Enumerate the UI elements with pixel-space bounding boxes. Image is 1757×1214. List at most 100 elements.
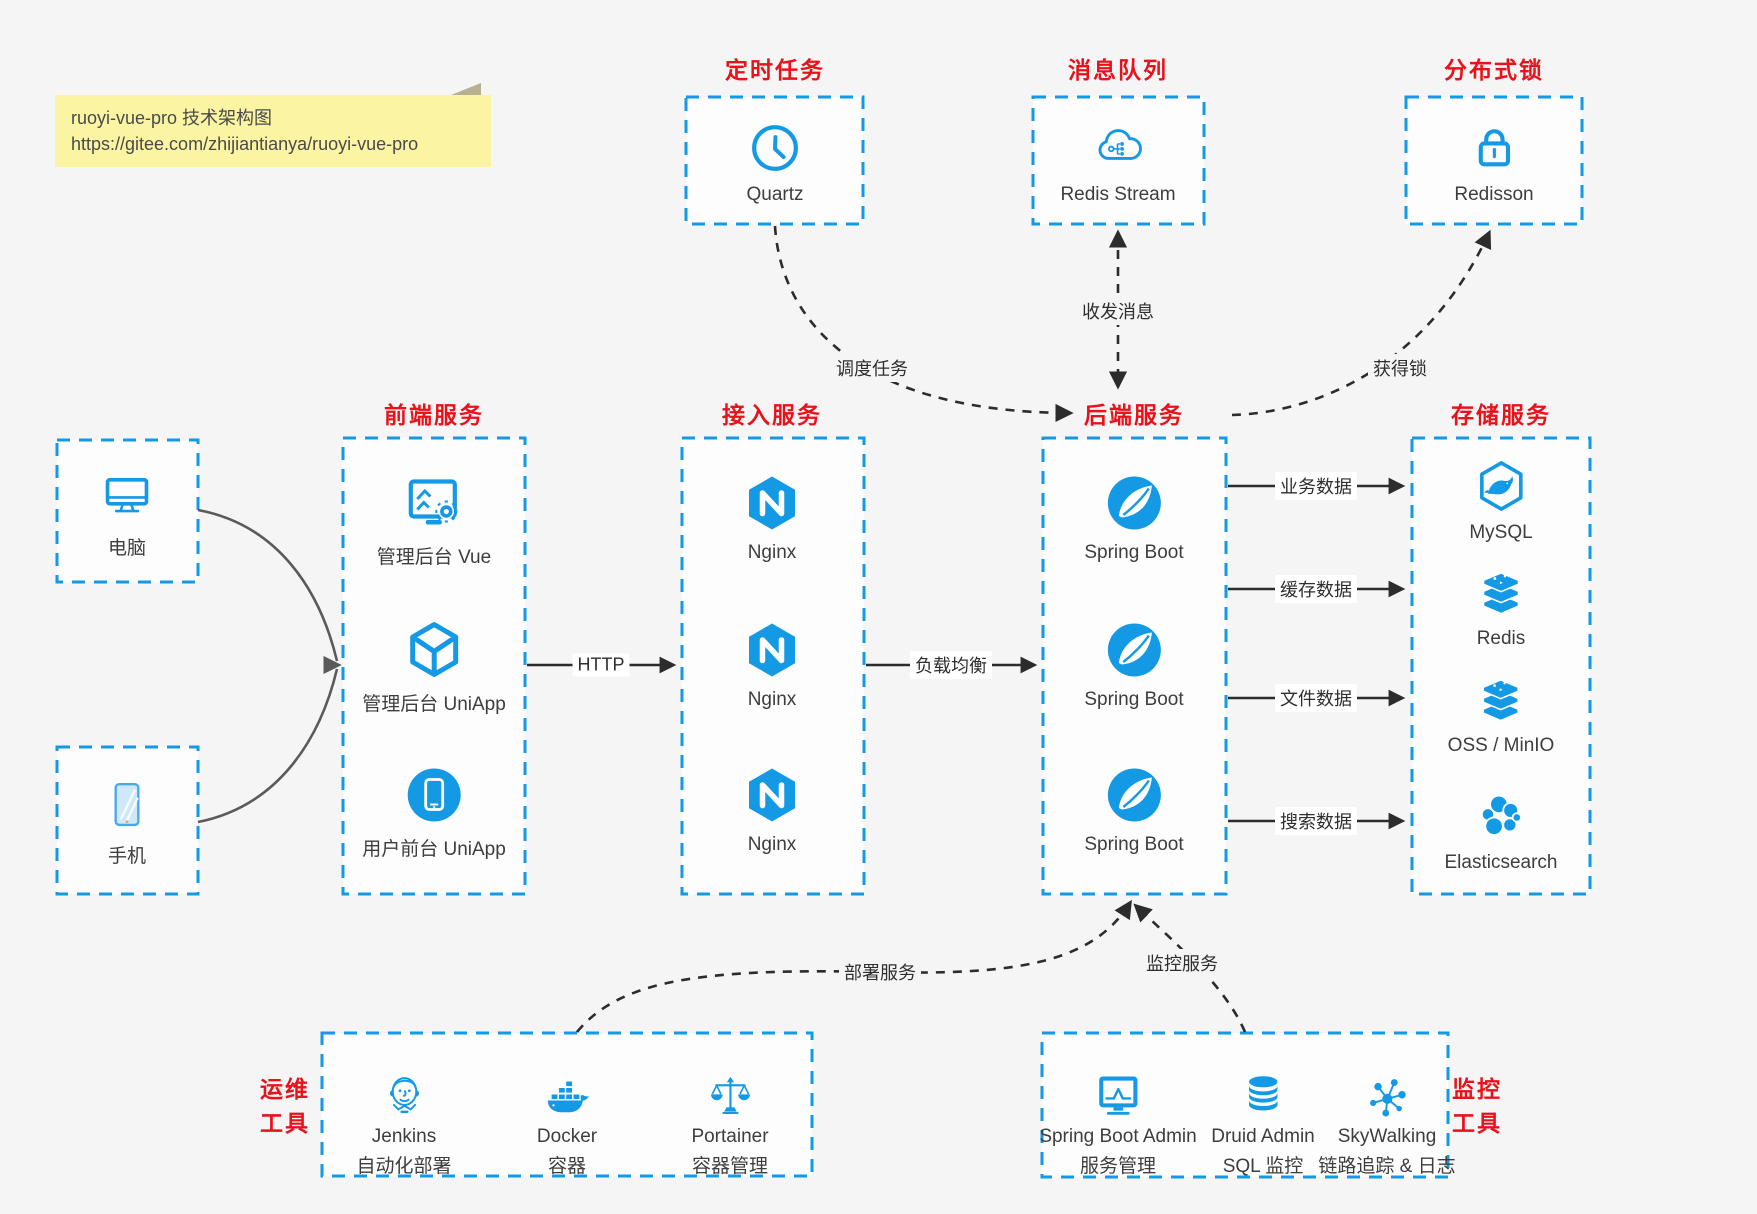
node-redis: Redis [1473, 565, 1529, 650]
edge-label-monitor: 监控服务 [1141, 949, 1223, 977]
node-label: OSS / MinIO [1447, 735, 1555, 756]
spring-boot-admin-icon [1092, 1070, 1144, 1122]
spring-boot-icon [1102, 471, 1166, 535]
node-jenkins: Jenkins 自动化部署 [356, 1070, 452, 1178]
node-spring-boot-1: Spring Boot [1084, 471, 1184, 564]
spring-boot-icon [1102, 618, 1166, 682]
lock-icon [1465, 119, 1523, 177]
node-label: Redis [1476, 628, 1526, 649]
node-quartz: Quartz [746, 119, 804, 206]
spring-boot-icon [1102, 763, 1166, 827]
node-skywalking: SkyWalking 链路追踪 & 日志 [1318, 1070, 1456, 1178]
phone-to-frontend-curve [197, 668, 339, 824]
note-url: https://gitee.com/zhijiantianya/ruoyi-vu… [71, 134, 419, 154]
node-label: Spring Boot [1084, 689, 1184, 710]
node-label: 电脑 [107, 538, 146, 559]
note-title: ruoyi-vue-pro 技术架构图 [71, 108, 273, 128]
title-gateway-services: 接入服务 [722, 402, 822, 428]
node-label: Druid Admin [1211, 1126, 1315, 1147]
mobile-app-icon [402, 763, 466, 827]
node-label: Nginx [747, 689, 797, 710]
note-fold-corner [451, 83, 481, 95]
node-sublabel: 容器管理 [691, 1156, 769, 1177]
node-nginx-1: Nginx [740, 471, 804, 564]
node-label: Nginx [747, 834, 797, 855]
edge-label-schedule-task: 调度任务 [831, 354, 913, 382]
edge-label-lock: 获得锁 [1368, 354, 1432, 382]
edge-label-deploy: 部署服务 [839, 958, 921, 986]
desktop-icon [98, 468, 156, 526]
cloud-stream-icon [1089, 119, 1147, 177]
node-user-uniapp: 用户前台 UniApp [362, 763, 506, 861]
node-sublabel: 自动化部署 [356, 1156, 452, 1177]
admin-console-icon [402, 471, 466, 535]
storage-services-box [1410, 436, 1592, 896]
edge-label-http: HTTP [572, 653, 630, 677]
node-label: Spring Boot [1084, 834, 1184, 855]
edge-label-message: 收发消息 [1077, 297, 1159, 325]
node-label: 管理后台 UniApp [362, 694, 506, 715]
node-sublabel: 链路追踪 & 日志 [1318, 1156, 1456, 1177]
node-mysql: MySQL [1469, 457, 1533, 544]
nginx-icon [740, 763, 804, 827]
sticky-note: ruoyi-vue-pro 技术架构图 https://gitee.com/zh… [55, 83, 491, 167]
mysql-icon [1472, 457, 1530, 515]
distributed-lock-box [1404, 95, 1584, 226]
mobile-icon [98, 776, 156, 834]
title-storage-services: 存储服务 [1451, 402, 1551, 428]
title-scheduled-task: 定时任务 [725, 57, 825, 83]
node-oss-minio: OSS / MinIO [1447, 672, 1555, 757]
edge-label-file-data: 文件数据 [1275, 684, 1357, 712]
node-label: Spring Boot Admin [1039, 1126, 1197, 1147]
nginx-icon [740, 471, 804, 535]
edge-label-cache-data: 缓存数据 [1275, 575, 1357, 603]
title-frontend-services: 前端服务 [384, 402, 484, 428]
node-label: Redis Stream [1060, 184, 1176, 205]
redis-stack-icon [1473, 565, 1529, 621]
node-admin-uniapp: 管理后台 UniApp [362, 618, 506, 716]
clock-icon [746, 119, 804, 177]
edge-lock-arrow [1231, 229, 1492, 417]
edge-schedule-task-arrow [773, 225, 1074, 423]
node-spring-boot-2: Spring Boot [1084, 618, 1184, 711]
node-label: Redisson [1454, 184, 1534, 205]
node-spring-boot-admin: Spring Boot Admin 服务管理 [1039, 1070, 1197, 1178]
title-ops-tools: 运维 工具 [260, 1076, 310, 1136]
node-pc: 电脑 [98, 468, 156, 560]
node-redisson: Redisson [1454, 119, 1534, 206]
uniapp-cube-icon [402, 618, 466, 682]
node-elasticsearch: Elasticsearch [1445, 789, 1558, 874]
portainer-icon [704, 1070, 756, 1122]
node-label: 手机 [107, 846, 146, 867]
node-admin-vue: 管理后台 Vue [377, 471, 491, 569]
node-nginx-2: Nginx [740, 618, 804, 711]
node-label: Quartz [746, 184, 804, 205]
node-label: Spring Boot [1084, 542, 1184, 563]
node-spring-boot-3: Spring Boot [1084, 763, 1184, 856]
pc-to-frontend-curve [197, 508, 339, 662]
node-nginx-3: Nginx [740, 763, 804, 856]
node-label: Elasticsearch [1444, 852, 1558, 873]
jenkins-icon [378, 1070, 430, 1122]
edge-label-business-data: 业务数据 [1275, 472, 1357, 500]
title-monitor-tools: 监控 工具 [1452, 1076, 1502, 1136]
edge-label-load-balance: 负载均衡 [910, 651, 992, 679]
node-label: 管理后台 Vue [376, 547, 492, 568]
node-label: Nginx [747, 542, 797, 563]
redis-stack-icon [1473, 672, 1529, 728]
title-backend-services: 后端服务 [1084, 402, 1184, 428]
edge-monitor-arrow [1133, 903, 1247, 1033]
node-label: 用户前台 UniApp [362, 839, 506, 860]
node-redis-stream: Redis Stream [1060, 119, 1176, 206]
node-sublabel: SQL 监控 [1222, 1156, 1304, 1177]
nginx-icon [740, 618, 804, 682]
title-distributed-lock: 分布式锁 [1444, 57, 1544, 83]
node-sublabel: 服务管理 [1079, 1156, 1156, 1177]
node-label: Docker [536, 1126, 598, 1147]
node-phone: 手机 [98, 776, 156, 868]
druid-icon [1237, 1070, 1289, 1122]
scheduled-task-box [684, 95, 865, 226]
title-message-queue: 消息队列 [1068, 57, 1168, 83]
node-label: MySQL [1469, 522, 1533, 543]
